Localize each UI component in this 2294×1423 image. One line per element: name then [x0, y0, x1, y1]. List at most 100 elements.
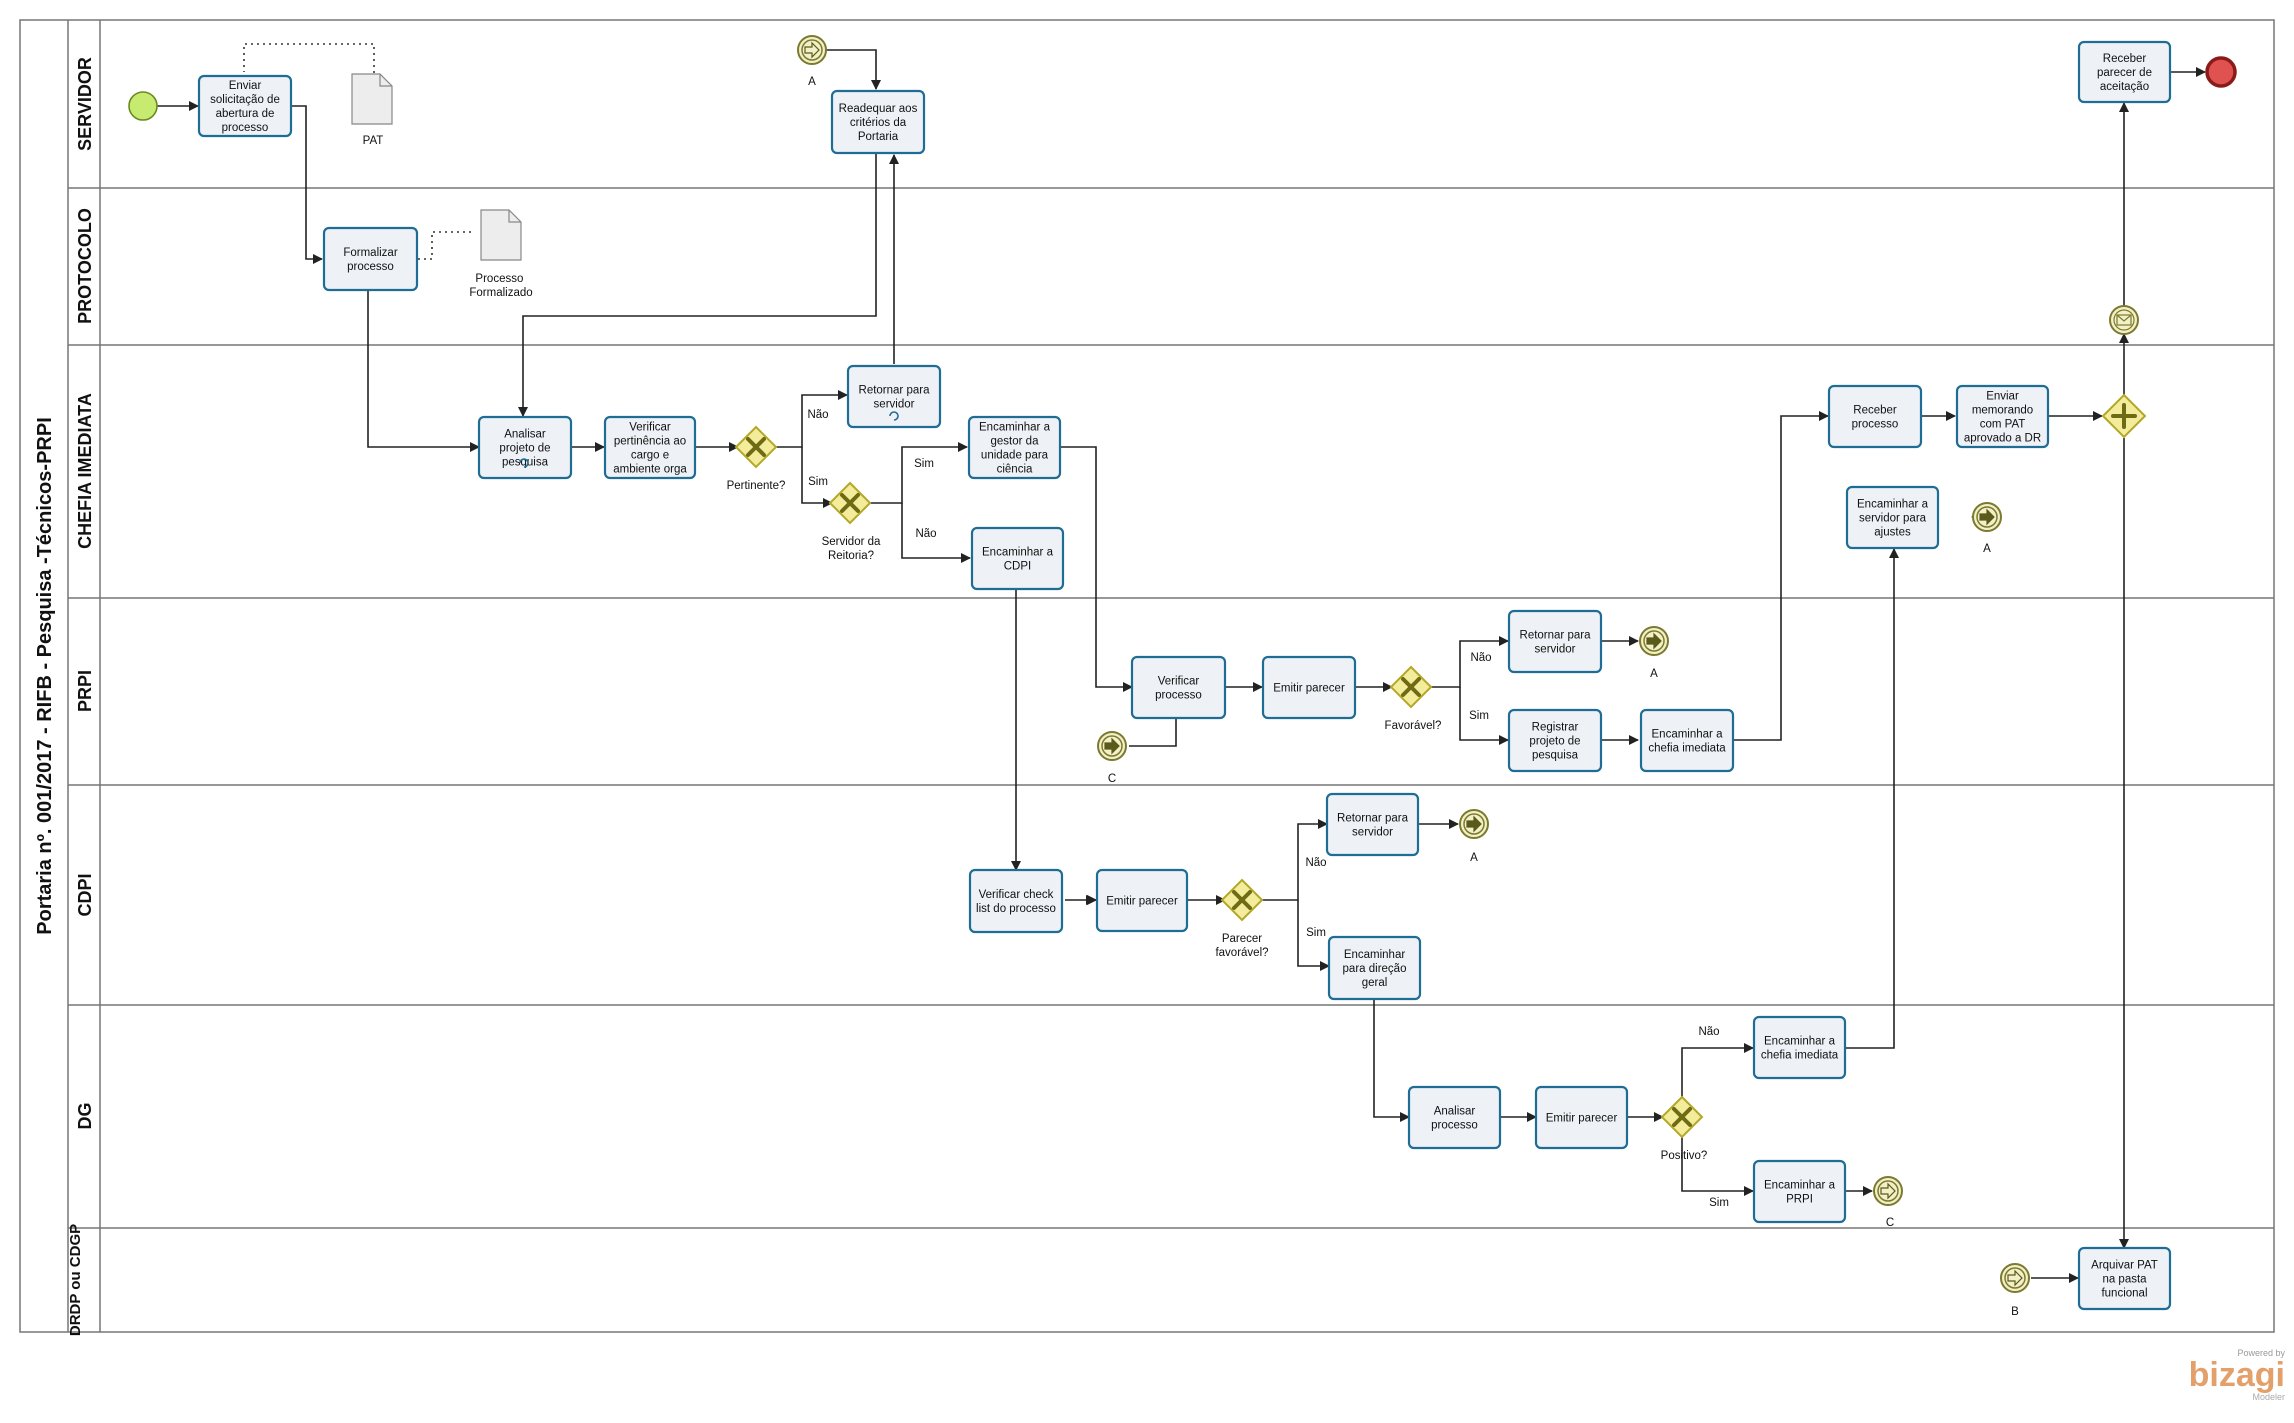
bizagi-brand: bizagi	[2188, 1356, 2285, 1394]
edge-sim-cdpi: Sim	[1306, 927, 1326, 939]
edge-sim-dg: Sim	[1709, 1197, 1729, 1209]
lane-title-drdp: DRDP ou CDGP	[67, 1224, 84, 1336]
link-event-label: C	[1886, 1217, 1894, 1229]
lane-title-chefia: CHEFIA IMEDIATA	[75, 393, 95, 549]
gateway-pertinente: Pertinente?	[727, 425, 786, 492]
gateway-label: Favorável?	[1385, 720, 1442, 732]
task-emitir-parecer-prpi: Emitir parecer	[1261, 655, 1357, 720]
lane-title-drdp-text: DRDP ou CDGP	[67, 1224, 84, 1336]
artifact-processo-formalizado-label: Processo Formalizado	[469, 273, 532, 299]
link-event-label: B	[2011, 1306, 2019, 1318]
edge-nao-dg: Não	[1698, 1026, 1719, 1038]
modeler-text: Modeler	[2252, 1392, 2285, 1402]
start-event	[128, 91, 158, 121]
link-event-label: A	[1983, 543, 1991, 555]
associations	[243, 43, 475, 260]
task-emitir-parecer-cdpi: Emitir parecer	[1095, 868, 1189, 933]
link-event-throw-a-cdpi: A	[1459, 809, 1489, 864]
edge-sim-favoravel: Sim	[1469, 710, 1489, 722]
bizagi-logo: Powered by bizagi Modeler	[2175, 1348, 2285, 1413]
lane-title-servidor: SERVIDOR	[75, 57, 95, 151]
edge-nao-pertinente: Não	[807, 409, 828, 421]
edge-nao-cdpi: Não	[1305, 857, 1326, 869]
lane-title-prpi: PRPI	[75, 670, 95, 712]
sequence-flows	[157, 49, 2206, 1283]
artifact-pat-label: PAT	[363, 135, 384, 147]
link-event-catch-a-servidor: A	[797, 35, 827, 88]
gateway-label: Pertinente?	[727, 480, 786, 492]
edge-sim-reitoria: Sim	[914, 458, 934, 470]
pool-title: Portaria nº. 001/2017 - RIFB - Pesquisa …	[34, 417, 56, 934]
powered-by-text: Powered by	[2237, 1348, 2285, 1358]
end-event	[2205, 56, 2237, 88]
lane-title-cdpi: CDPI	[75, 873, 95, 916]
edge-nao-reitoria: Não	[915, 528, 936, 540]
lane-title-dg: DG	[75, 1103, 95, 1130]
link-events: A A A C A C B	[797, 35, 2030, 1318]
link-event-label: A	[808, 76, 816, 88]
link-event-throw-c-dg: C	[1873, 1176, 1903, 1229]
edge-nao-favoravel: Não	[1470, 652, 1491, 664]
gateway-favoravel: Favorável?	[1385, 665, 1442, 732]
link-event-label: C	[1108, 773, 1116, 785]
task-label: Emitir parecer	[1106, 896, 1178, 908]
link-event-catch-c-prpi: C	[1097, 731, 1127, 785]
link-event-label: A	[1650, 668, 1658, 680]
task-emitir-parecer-dg: Emitir parecer	[1534, 1085, 1629, 1150]
task-label: Emitir parecer	[1273, 683, 1345, 695]
message-event	[2109, 305, 2139, 335]
loop-markers	[519, 411, 899, 468]
gateway-label: Positivo?	[1661, 1150, 1708, 1162]
gateway-positivo: Positivo?	[1660, 1095, 1708, 1162]
link-event-catch-b-drdp: B	[2000, 1263, 2030, 1318]
link-event-throw-a-prpi: A	[1639, 626, 1669, 680]
link-event-throw-a-chefia: A	[1972, 502, 2002, 555]
lanes: SERVIDOR PROTOCOLO CHEFIA IMEDIATA PRPI …	[67, 57, 2274, 1336]
